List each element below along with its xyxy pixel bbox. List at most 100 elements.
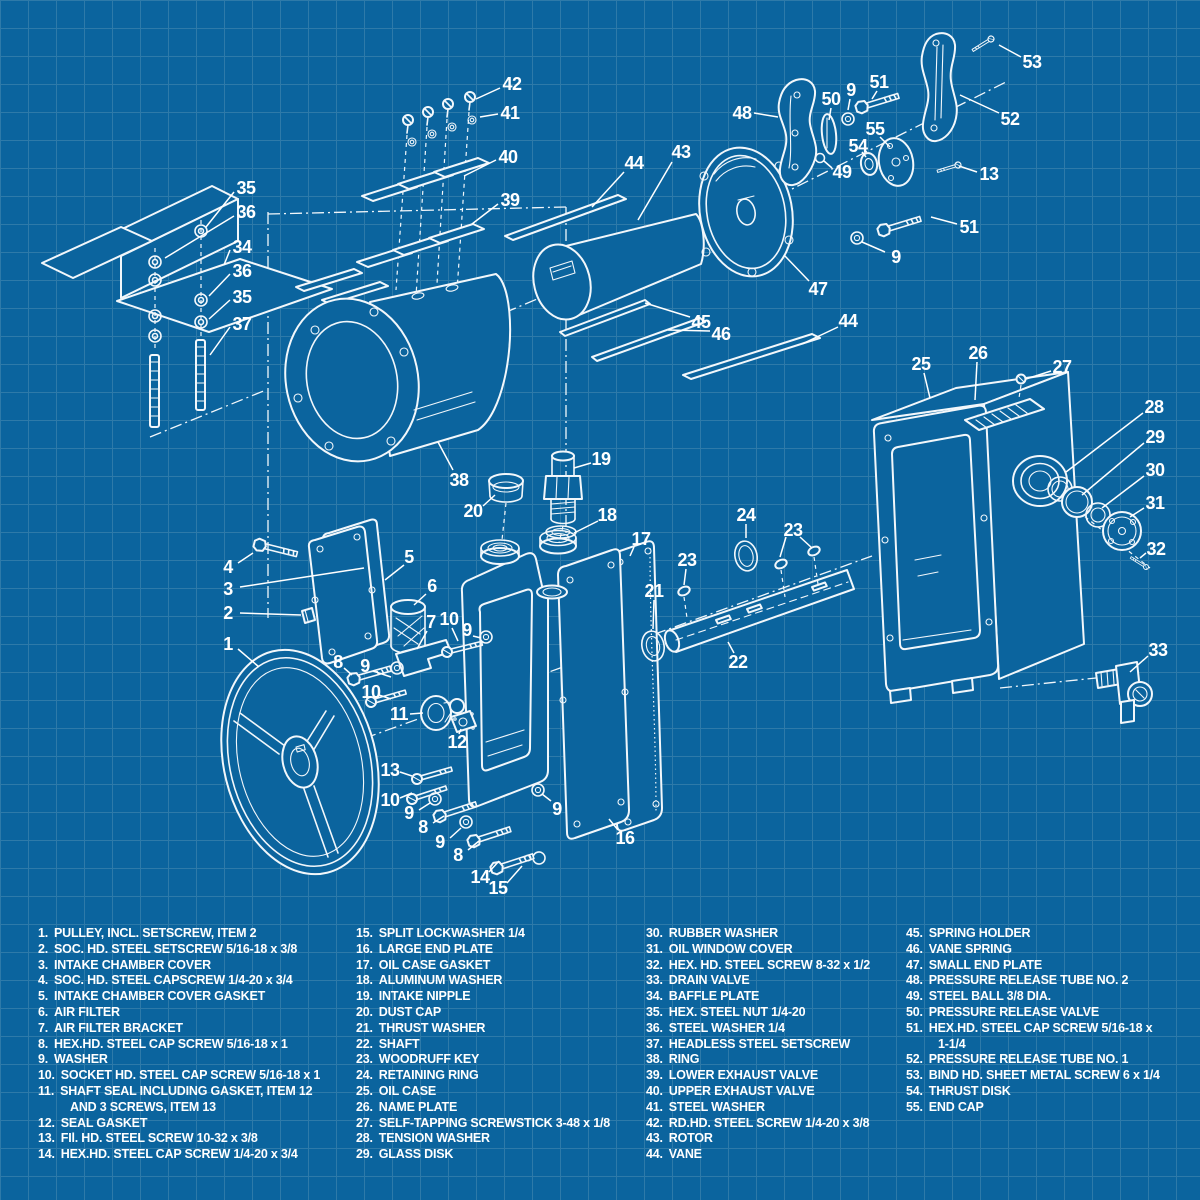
callout-leader-line bbox=[591, 171, 625, 208]
parts-list-item: 53.BIND HD. SHEET METAL SCREW 6 x 1/4 bbox=[906, 1068, 1160, 1083]
callout-leader-line bbox=[629, 546, 635, 557]
callout-leader-line bbox=[472, 635, 482, 639]
parts-list-item: 25.OIL CASE bbox=[356, 1083, 436, 1098]
callout-number-16: 16 bbox=[615, 828, 635, 848]
callout-number-35: 35 bbox=[236, 178, 256, 198]
parts-list-item: 5.INTAKE CHAMBER COVER GASKET bbox=[38, 989, 266, 1004]
large-end-plate-16 bbox=[557, 548, 630, 840]
callout-leader-line bbox=[437, 441, 454, 471]
callout-leader-line bbox=[209, 326, 231, 356]
parts-list-item: 34.BAFFLE PLATE bbox=[646, 989, 760, 1004]
callout-number-48: 48 bbox=[732, 103, 752, 123]
parts-list-item: 52.PRESSURE RELEASE TUBE NO. 1 bbox=[906, 1052, 1129, 1067]
callout-leader-line bbox=[1065, 412, 1144, 473]
callout-number-18: 18 bbox=[597, 505, 617, 525]
callout-leader-line bbox=[237, 552, 254, 564]
callout-leader-line bbox=[1129, 655, 1149, 673]
parts-list-item: 55.END CAP bbox=[906, 1099, 984, 1114]
callout-number-21: 21 bbox=[644, 581, 664, 601]
exhaust-valve-assembly bbox=[295, 91, 490, 307]
callout-number-44: 44 bbox=[624, 153, 644, 173]
callout-leader-line bbox=[959, 94, 1000, 114]
parts-list-item: 2.SOC. HD. STEEL SETSCREW 5/16-18 x 3/8 bbox=[38, 941, 298, 956]
callout-leader-line bbox=[208, 273, 231, 297]
callout-leader-line bbox=[1101, 475, 1145, 509]
callout-leader-line bbox=[378, 694, 392, 700]
parts-list-item: 12.SEAL GASKET bbox=[38, 1115, 148, 1130]
callout-number-7: 7 bbox=[426, 612, 436, 632]
callout-number-9: 9 bbox=[462, 620, 472, 640]
callout-leader-line bbox=[372, 670, 392, 678]
pulley-1 bbox=[220, 648, 380, 876]
callout-leader-line bbox=[413, 593, 427, 606]
callout-number-19: 19 bbox=[591, 449, 611, 469]
callout-number-49: 49 bbox=[832, 162, 852, 182]
callout-leader-line bbox=[930, 216, 958, 225]
callout-number-22: 22 bbox=[728, 652, 748, 672]
parts-list-item: 11.SHAFT SEAL INCLUDING GASKET, ITEM 12 bbox=[38, 1083, 313, 1098]
dust-cap-20 bbox=[488, 473, 524, 541]
callout-leader-line bbox=[418, 802, 431, 811]
parts-list-item: 4.SOC. HD. STEEL CAPSCREW 1/4-20 x 3/4 bbox=[38, 973, 293, 988]
callout-leader-line bbox=[458, 728, 462, 735]
callout-leader-line bbox=[1129, 507, 1145, 518]
callout-number-32: 32 bbox=[1146, 539, 1166, 559]
callout-number-2: 2 bbox=[223, 603, 233, 623]
oil-window-parts bbox=[1012, 455, 1150, 571]
callout-number-51: 51 bbox=[869, 72, 889, 92]
callout-number-10: 10 bbox=[439, 609, 459, 629]
callout-number-29: 29 bbox=[1145, 427, 1165, 447]
callout-number-35: 35 bbox=[232, 287, 252, 307]
callout-number-33: 33 bbox=[1148, 640, 1168, 660]
callout-number-26: 26 bbox=[968, 343, 988, 363]
callout-leader-line bbox=[608, 818, 619, 831]
callout-leader-line bbox=[471, 203, 499, 225]
callout-leader-line bbox=[573, 520, 599, 534]
callout-leader-line bbox=[1025, 370, 1052, 380]
parts-list-item: 15.SPLIT LOCKWASHER 1/4 bbox=[356, 926, 525, 940]
small-end-plate-47 bbox=[698, 146, 794, 278]
parts-list-item: 21.THRUST WASHER bbox=[356, 1020, 486, 1035]
parts-list-item: 45.SPRING HOLDER bbox=[906, 926, 1031, 940]
drain-valve-33 bbox=[1095, 661, 1153, 724]
callout-leader-line bbox=[223, 249, 231, 266]
callout-number-43: 43 bbox=[671, 142, 691, 162]
callout-number-36: 36 bbox=[236, 202, 256, 222]
parts-list-item: 51.HEX.HD. STEEL CAP SCREW 5/16-18 x bbox=[906, 1020, 1153, 1035]
callout-leader-line bbox=[683, 568, 687, 586]
callout-number-40: 40 bbox=[498, 147, 518, 167]
parts-list-item: 43.ROTOR bbox=[646, 1131, 713, 1146]
callout-number-8: 8 bbox=[453, 845, 463, 865]
callout-number-20: 20 bbox=[463, 501, 483, 521]
pump-body bbox=[460, 529, 577, 808]
callout-leader-line bbox=[343, 667, 353, 676]
parts-list-item: 13.FIl. HD. STEEL SCREW 10-32 x 3/8 bbox=[38, 1131, 258, 1146]
callout-leader-line bbox=[432, 815, 445, 824]
callout-number-8: 8 bbox=[333, 652, 343, 672]
parts-list-item: 18.ALUMINUM WASHER bbox=[356, 973, 503, 988]
callout-number-9: 9 bbox=[360, 656, 370, 676]
callout-leader-line bbox=[974, 361, 978, 401]
callout-leader-line bbox=[652, 599, 655, 630]
parts-list-item: 35.HEX. STEEL NUT 1/4-20 bbox=[646, 1004, 806, 1019]
callout-leader-line bbox=[488, 860, 500, 873]
callout-leader-line bbox=[799, 536, 813, 549]
callout-leader-line bbox=[847, 98, 851, 111]
callout-leader-line bbox=[861, 151, 867, 158]
callout-number-50: 50 bbox=[821, 89, 841, 109]
callout-number-52: 52 bbox=[1000, 109, 1020, 129]
callout-leader-line bbox=[861, 241, 886, 253]
callout-leader-line bbox=[208, 299, 231, 320]
callout-number-9: 9 bbox=[552, 799, 562, 819]
callout-number-37: 37 bbox=[232, 314, 252, 334]
callout-leader-line bbox=[958, 165, 978, 173]
parts-list-item: 30.RUBBER WASHER bbox=[646, 926, 778, 940]
callout-number-47: 47 bbox=[808, 279, 828, 299]
callout-number-38: 38 bbox=[449, 470, 469, 490]
callout-number-5: 5 bbox=[404, 547, 414, 567]
callout-number-36: 36 bbox=[232, 261, 252, 281]
callout-number-13: 13 bbox=[380, 760, 400, 780]
callout-leader-line bbox=[998, 44, 1022, 58]
